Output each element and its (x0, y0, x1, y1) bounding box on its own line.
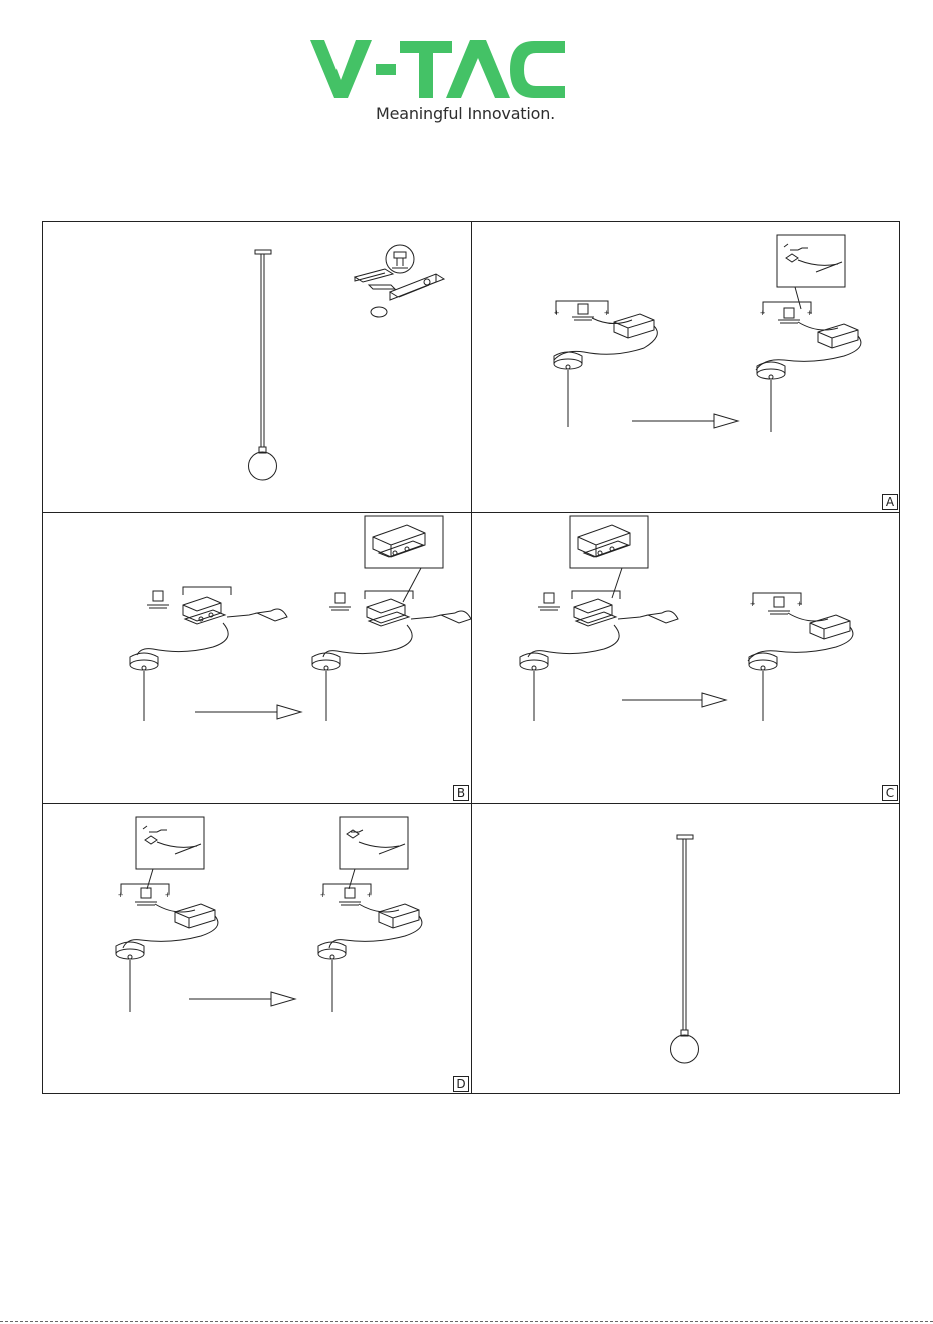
detail-callout (365, 516, 443, 568)
panel-step-c: + + C (472, 513, 900, 803)
terminal-connector-icon (141, 888, 151, 898)
connection-before (130, 587, 287, 721)
screwdriver-icon (227, 609, 287, 621)
detail-callout (340, 817, 408, 869)
arrow-right-icon (622, 693, 726, 707)
terminal-connector-icon (544, 593, 554, 603)
svg-text:+: + (750, 599, 755, 609)
svg-text:+: + (165, 890, 170, 900)
brand-tagline: Meaningful Innovation. (376, 104, 555, 123)
ceiling-canopy-icon (554, 352, 582, 369)
arrow-right-icon (632, 414, 738, 428)
connection-before (520, 516, 678, 721)
panel-overview (43, 222, 471, 512)
svg-text:+: + (604, 308, 609, 318)
connection-after: + + (756, 235, 861, 432)
connection-before: + + (116, 817, 218, 1012)
connection-before: + + (554, 301, 657, 427)
panel-final (472, 804, 900, 1094)
connection-after: + + (318, 817, 422, 1012)
step-label: D (453, 1076, 469, 1092)
svg-text:+: + (554, 308, 559, 318)
screwdriver-icon (618, 611, 678, 623)
panel-step-a: + + + + (472, 222, 900, 512)
detail-callout (777, 235, 845, 287)
svg-text:+: + (797, 599, 802, 609)
step-label: A (882, 494, 898, 510)
screwdriver-tools-icon (355, 245, 444, 317)
step-label: B (453, 785, 469, 801)
panel-step-b: B (43, 513, 471, 803)
installation-diagram-grid: + + + + (42, 221, 900, 1094)
pendant-lamp-icon (249, 250, 277, 480)
panel-step-d: + + + + (43, 804, 471, 1094)
led-driver-icon (175, 904, 215, 928)
svg-text:+: + (807, 308, 812, 318)
connection-after: + + (748, 593, 853, 721)
step-label: C (882, 785, 898, 801)
vtac-logo-icon (310, 40, 565, 100)
terminal-connector-icon (153, 591, 163, 601)
connection-after (312, 516, 471, 721)
arrow-right-icon (195, 705, 301, 719)
svg-text:+: + (118, 890, 123, 900)
brand-logo: Meaningful Innovation. (300, 38, 580, 133)
svg-text:+: + (320, 890, 325, 900)
cut-line (0, 1321, 933, 1322)
led-driver-icon (614, 314, 654, 338)
svg-text:+: + (367, 890, 372, 900)
pendant-lamp-icon (671, 835, 699, 1063)
detail-callout (136, 817, 204, 869)
terminal-connector-icon (578, 304, 588, 314)
svg-text:+: + (760, 308, 765, 318)
detail-callout (570, 516, 648, 568)
arrow-right-icon (189, 992, 295, 1006)
